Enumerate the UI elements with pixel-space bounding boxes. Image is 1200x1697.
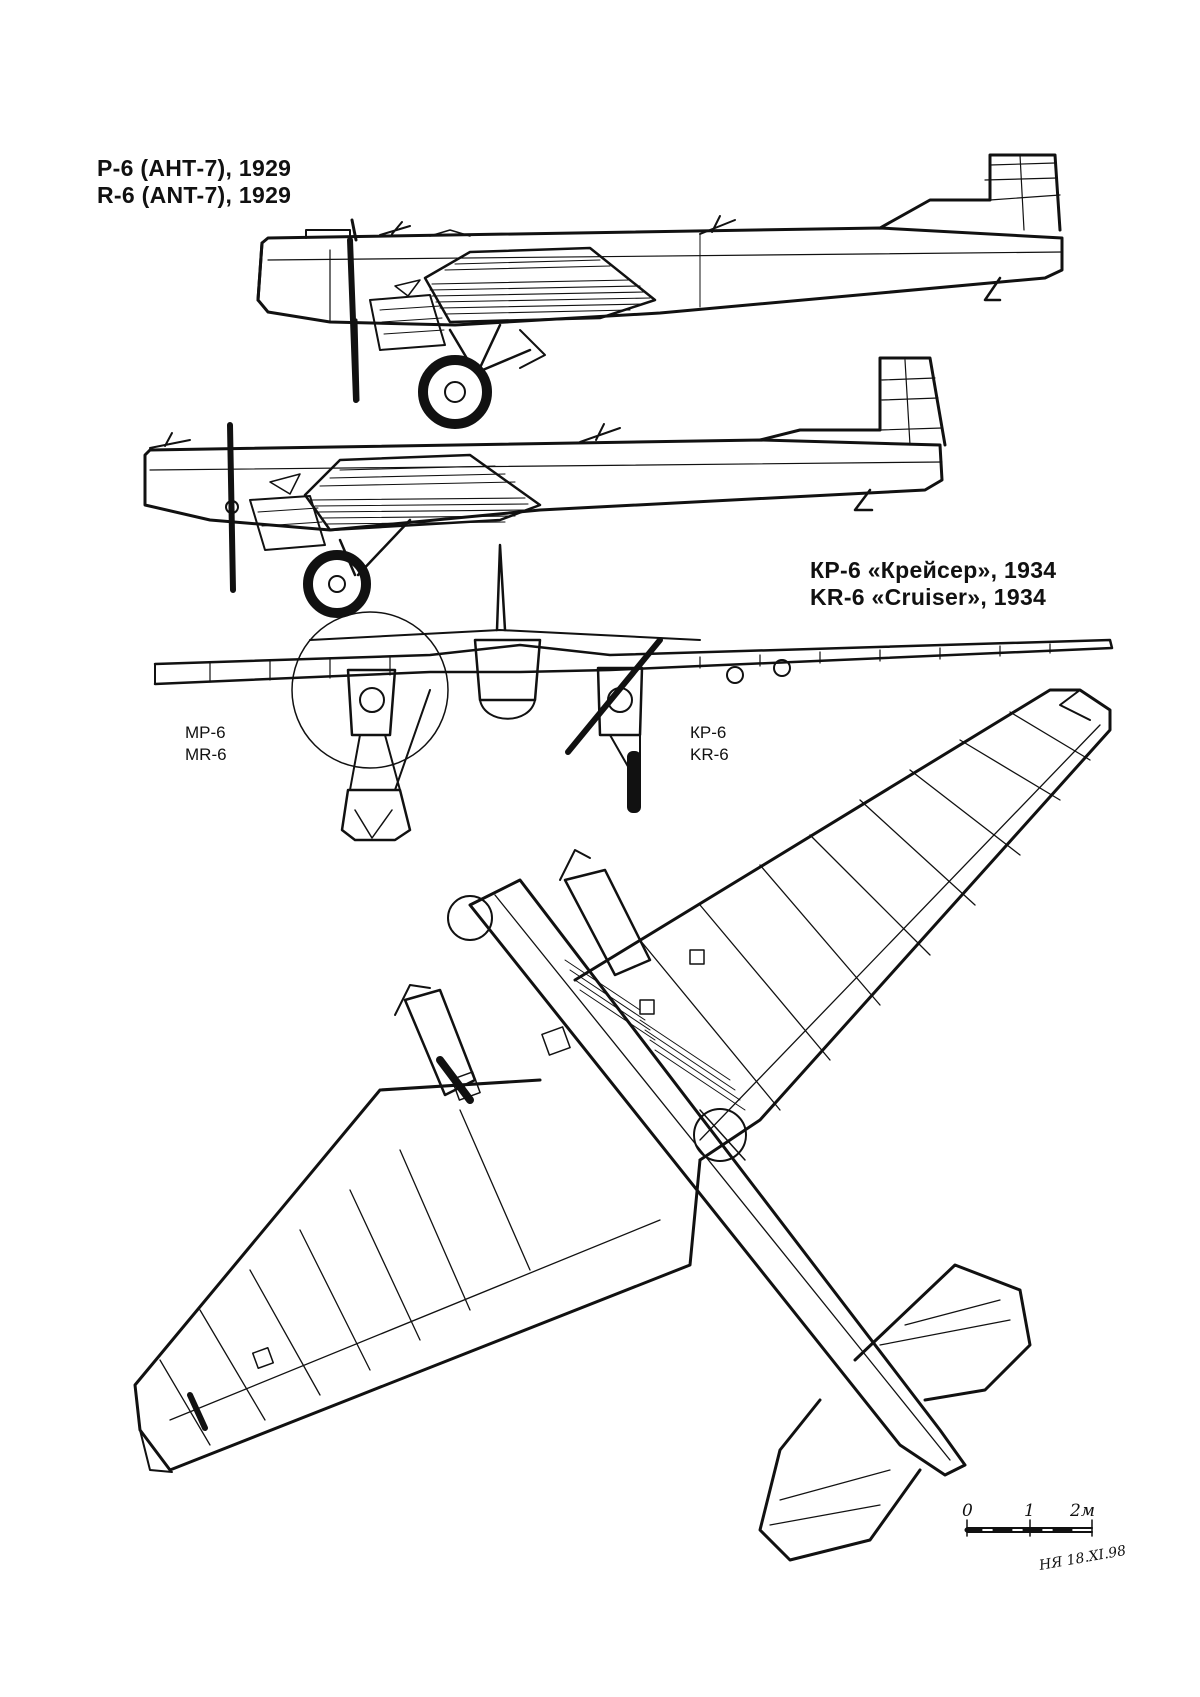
label-mr6-russian: МР-6 [185,723,226,742]
artist-signature: НЯ 18.XI.98 [1037,1543,1128,1574]
label-mr6-english: MR-6 [185,745,227,764]
side-view-kr6 [143,356,947,618]
title-r6-english: R-6 (ANT-7), 1929 [97,182,292,208]
label-kr6-english: KR-6 [690,745,729,764]
title-kr6-english: KR-6 «Cruiser», 1934 [810,584,1047,610]
title-r6-russian: Р-6 (АНТ-7), 1929 [97,155,292,181]
front-view [153,543,1114,842]
side-view-r6 [256,153,1064,429]
signature-text: НЯ 18.XI.98 [1037,1543,1128,1574]
title-kr6-russian: КР-6 «Крейсер», 1934 [810,557,1057,583]
scale-bar: 0 1 2м [962,1501,1095,1537]
scale-tick-1: 1 [1024,1501,1035,1521]
scale-tick-0: 0 [962,1501,973,1521]
scale-tick-2: 2м [1069,1501,1095,1521]
label-kr6-russian: КР-6 [690,723,727,742]
plan-view [133,688,1112,1562]
